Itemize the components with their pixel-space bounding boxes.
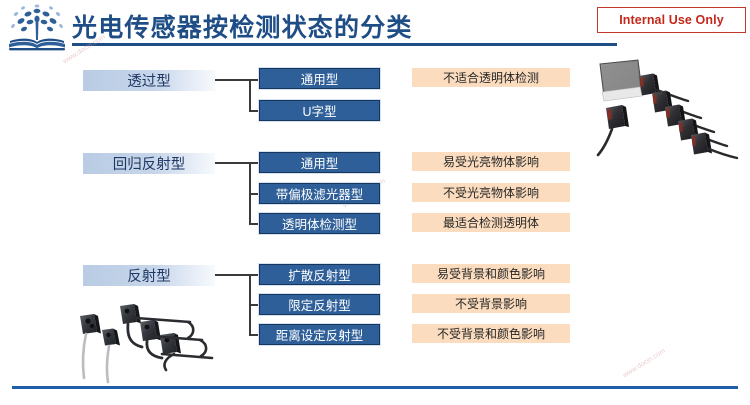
connector-branch-2-2 xyxy=(249,193,260,195)
type-box-2-3[interactable]: 透明体检测型 xyxy=(259,213,380,234)
category-box-3[interactable]: 反射型 xyxy=(83,265,215,286)
type-box-2-1[interactable]: 通用型 xyxy=(259,152,380,173)
connector-trunk-2 xyxy=(215,162,251,164)
type-box-1-2[interactable]: U字型 xyxy=(259,100,380,121)
desc-box-2-2: 不受光亮物体影响 xyxy=(412,183,570,202)
watermark: www.docin.com xyxy=(621,347,667,380)
desc-box-1-1: 不适合透明体检测 xyxy=(412,68,570,87)
connector-branch-1-1 xyxy=(249,79,260,81)
connector-branch-2-3 xyxy=(249,223,260,225)
connector-branch-2-1 xyxy=(249,162,260,164)
type-box-3-2[interactable]: 限定反射型 xyxy=(259,294,380,315)
desc-box-2-3: 最适合检测透明体 xyxy=(412,213,570,232)
type-box-2-2[interactable]: 带偏极滤光器型 xyxy=(259,183,380,204)
connector-branch-3-2 xyxy=(249,304,260,306)
book-tree-logo-icon xyxy=(6,2,68,52)
desc-box-3-3: 不受背景和颜色影响 xyxy=(412,324,570,343)
connector-branch-1-2 xyxy=(249,110,260,112)
connector-branch-3-3 xyxy=(249,334,260,336)
category-box-2[interactable]: 回归反射型 xyxy=(83,153,215,174)
category-box-1[interactable]: 透过型 xyxy=(83,70,215,91)
title-divider xyxy=(72,43,617,46)
page-title: 光电传感器按检测状态的分类 xyxy=(72,14,413,42)
footer-divider xyxy=(12,386,738,389)
status-badge: Internal Use Only xyxy=(597,7,746,33)
type-box-1-1[interactable]: 通用型 xyxy=(259,68,380,89)
type-box-3-3[interactable]: 距离设定反射型 xyxy=(259,324,380,345)
desc-box-2-1: 易受光亮物体影响 xyxy=(412,152,570,171)
connector-spine-1 xyxy=(249,79,251,112)
photoelectric-sensor-products-photo xyxy=(592,56,742,166)
connector-trunk-3 xyxy=(215,274,251,276)
type-box-3-1[interactable]: 扩散反射型 xyxy=(259,264,380,285)
connector-branch-3-1 xyxy=(249,274,260,276)
reflective-sensor-products-photo xyxy=(62,292,242,384)
desc-box-3-1: 易受背景和颜色影响 xyxy=(412,264,570,283)
desc-box-3-2: 不受背景影响 xyxy=(412,294,570,313)
connector-trunk-1 xyxy=(215,79,251,81)
